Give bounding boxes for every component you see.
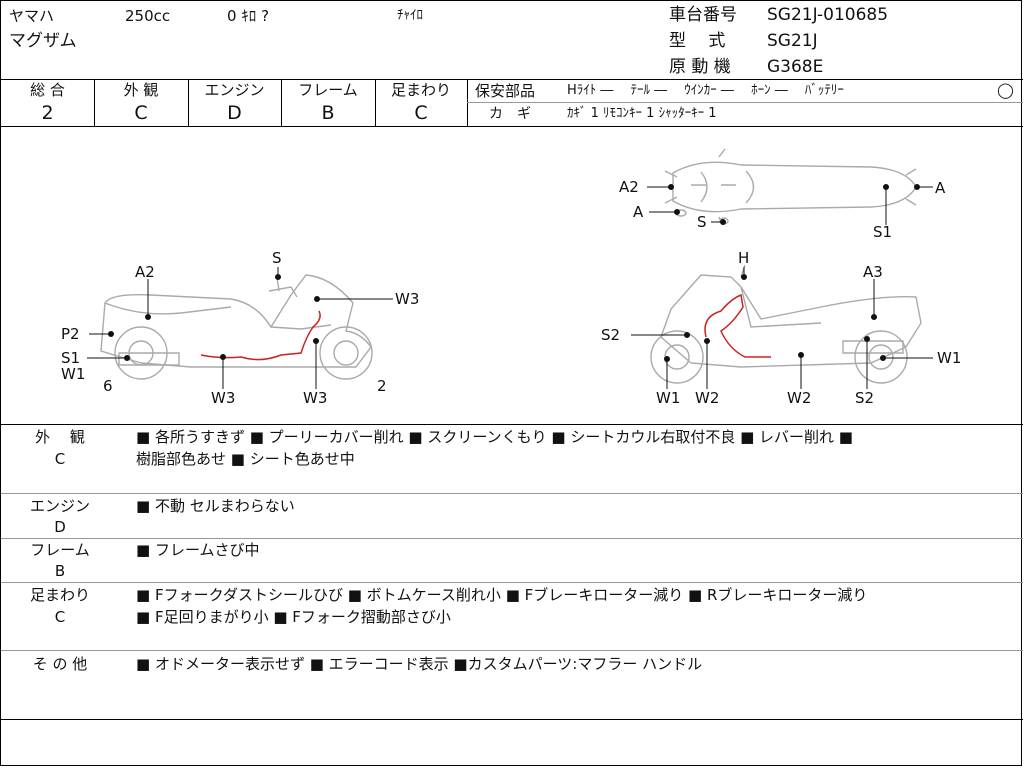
label-right-s2: S2 bbox=[601, 326, 620, 344]
label-left-2: 2 bbox=[377, 377, 387, 395]
divider bbox=[1, 126, 1023, 127]
frame-no-label: 車台番号 bbox=[669, 5, 737, 25]
label-right-s2b: S2 bbox=[855, 389, 874, 407]
grade-suspension-value: C bbox=[414, 102, 428, 124]
label-top-s: S bbox=[697, 213, 707, 231]
label-left-6: 6 bbox=[103, 377, 113, 395]
other-label: そ の 他 bbox=[32, 655, 88, 673]
safety-label: 保安部品 bbox=[475, 82, 536, 100]
leader-lines bbox=[87, 184, 933, 389]
divider bbox=[1, 79, 1023, 80]
grade-frame-value: B bbox=[321, 102, 335, 124]
grade-frame-label: フレーム bbox=[298, 81, 358, 99]
other-line-1: ■ オドメーター表示せず ■ エラーコード表示 ■カスタムパーツ:マフラー ハン… bbox=[136, 655, 703, 673]
exterior-label: 外 観 bbox=[35, 428, 85, 446]
battery-mark: ◯ bbox=[997, 81, 1014, 99]
suspension-line-1: ■ Fフォークダストシールひび ■ ボトムケース削れ小 ■ Fブレーキローター減… bbox=[136, 586, 868, 604]
label-left-a2: A2 bbox=[135, 263, 155, 281]
label-right-w2a: W2 bbox=[695, 389, 719, 407]
grade-total-label: 総 合 bbox=[30, 81, 65, 99]
divider bbox=[467, 102, 1023, 103]
label-left-w3b: W3 bbox=[303, 389, 327, 407]
grade-suspension-label: 足まわり bbox=[390, 81, 451, 99]
label-left-w3a: W3 bbox=[211, 389, 235, 407]
label-right-h: H bbox=[738, 249, 749, 267]
model-code: SG21J bbox=[767, 31, 818, 51]
damage-marks bbox=[200, 293, 771, 361]
exterior-line-2: 樹脂部色あせ ■ シート色あせ中 bbox=[136, 450, 355, 468]
label-top-s1: S1 bbox=[873, 223, 892, 241]
exterior-line-1: ■ 各所うすきず ■ プーリーカバー削れ ■ スクリーンくもり ■ シートカウル… bbox=[136, 428, 853, 446]
scooter-right-view bbox=[650, 264, 922, 384]
grade-engine-value: D bbox=[227, 102, 242, 124]
divider bbox=[1, 582, 1023, 583]
suspension-grade: C bbox=[54, 608, 66, 626]
frame-label: フレーム bbox=[30, 541, 90, 559]
divider bbox=[94, 79, 95, 126]
keys-items: ｶｷﾞ 1 ﾘﾓｺﾝｷｰ 1 ｼｬｯﾀｰｷｰ 1 bbox=[567, 106, 717, 121]
divider bbox=[375, 79, 376, 126]
engine-line-1: ■ 不動 セルまわらない bbox=[136, 497, 295, 515]
mileage: 0 ｷﾛ ? bbox=[227, 7, 270, 25]
grade-total-value: 2 bbox=[41, 102, 54, 124]
frame-no: SG21J-010685 bbox=[767, 5, 889, 25]
divider bbox=[1, 650, 1023, 651]
frame-grade: B bbox=[54, 562, 66, 580]
engine-label: エンジン bbox=[29, 497, 90, 515]
safety-items: Hﾗｲﾄ ― ﾃｰﾙ ― ｳｲﾝｶｰ ― ﾎｰﾝ ― ﾊﾞｯﾃﾘｰ bbox=[567, 83, 844, 98]
label-right-w1b: W1 bbox=[656, 389, 680, 407]
suspension-line-2: ■ F足回りまがり小 ■ Fフォーク摺動部さび小 bbox=[136, 608, 451, 626]
label-left-w3-top: W3 bbox=[395, 290, 419, 308]
label-top-a2: A2 bbox=[619, 178, 639, 196]
model-name: マグザム bbox=[9, 31, 77, 51]
color: ﾁｬｲﾛ bbox=[397, 8, 423, 23]
label-left-s: S bbox=[272, 249, 282, 267]
keys-label: カ ギ bbox=[489, 106, 531, 122]
engine-code: G368E bbox=[767, 57, 824, 77]
label-left-p2: P2 bbox=[61, 325, 80, 343]
label-left-w1: W1 bbox=[61, 365, 85, 383]
divider bbox=[281, 79, 282, 126]
grade-engine-label: エンジン bbox=[204, 81, 265, 99]
maker: ヤマハ bbox=[9, 7, 55, 25]
displacement: 250cc bbox=[125, 7, 171, 25]
damage-diagram: A2 A S S1 A S A2 W3 P2 S1 W1 6 W3 W3 2 H… bbox=[61, 148, 961, 407]
engine-label: 原 動 機 bbox=[669, 57, 731, 77]
exterior-grade: C bbox=[54, 450, 66, 468]
label-right-w2b: W2 bbox=[787, 389, 811, 407]
label-top-a-low: A bbox=[633, 203, 644, 221]
label-right-w1: W1 bbox=[937, 349, 961, 367]
label-top-a-right: A bbox=[935, 179, 946, 197]
grade-exterior-label: 外 観 bbox=[123, 81, 159, 99]
divider bbox=[188, 79, 189, 126]
divider bbox=[1, 538, 1023, 539]
frame-line-1: ■ フレームさび中 bbox=[136, 541, 260, 559]
label-right-a3: A3 bbox=[863, 263, 883, 281]
divider bbox=[1, 719, 1023, 720]
scooter-left-view bbox=[100, 274, 373, 380]
grade-exterior-value: C bbox=[134, 102, 148, 124]
model-code-label: 型 式 bbox=[669, 31, 726, 51]
divider bbox=[1, 424, 1023, 425]
suspension-label: 足まわり bbox=[29, 586, 90, 604]
label-left-s1: S1 bbox=[61, 349, 80, 367]
divider bbox=[1, 493, 1023, 494]
engine-grade: D bbox=[54, 518, 66, 536]
